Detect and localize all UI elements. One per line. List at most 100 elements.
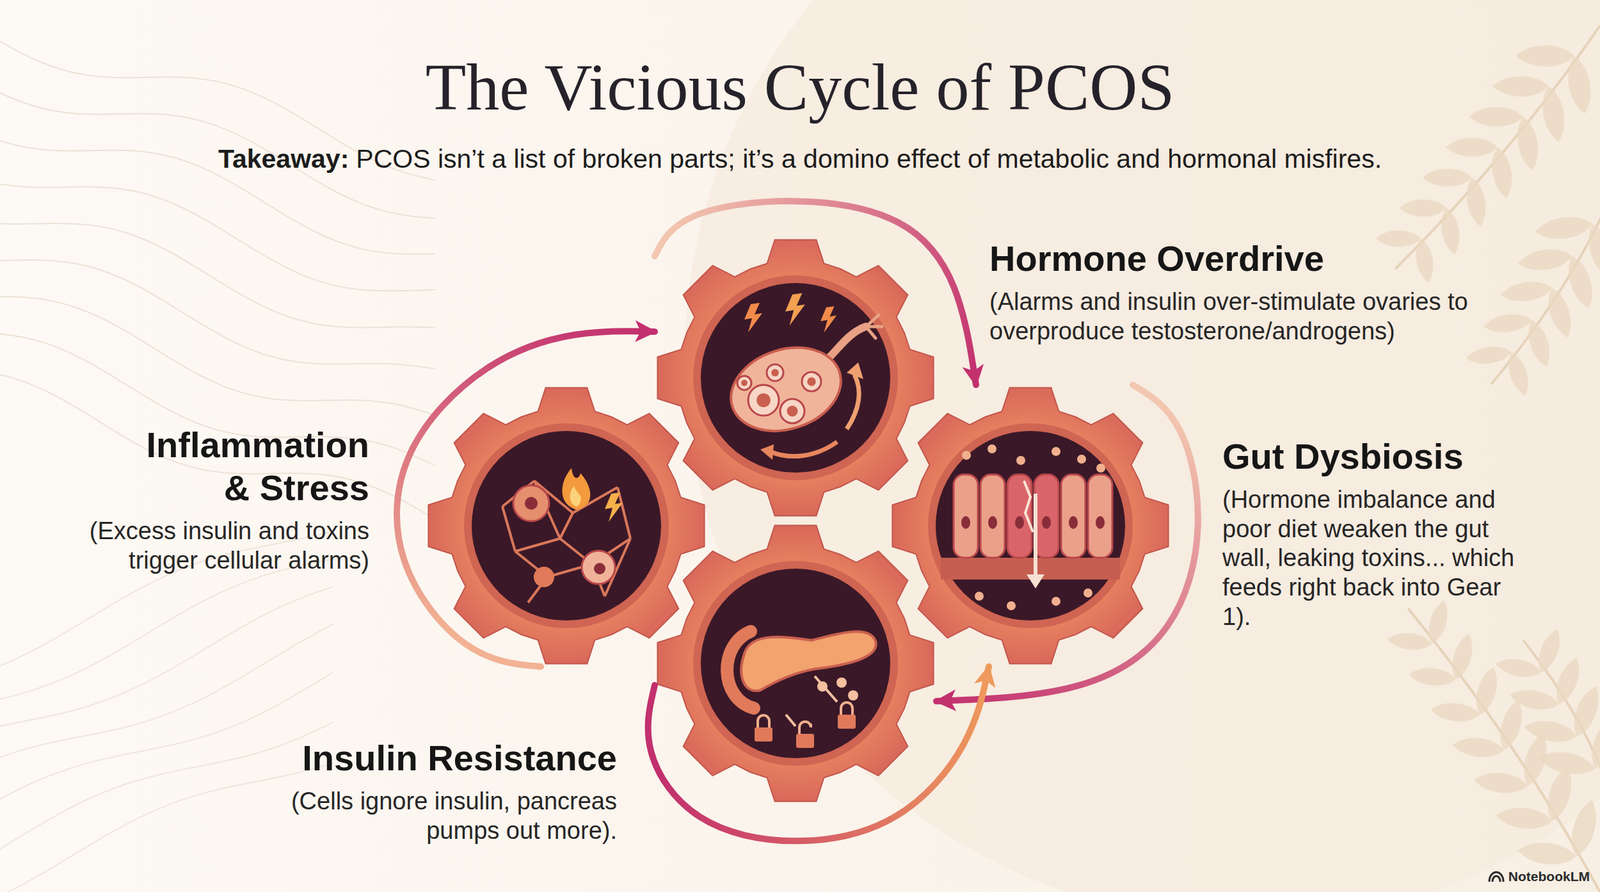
leaf (1516, 839, 1577, 867)
follicle (748, 384, 779, 416)
cell-nucleus (524, 496, 538, 510)
cell-nucleus (593, 562, 606, 575)
leaf (1513, 115, 1543, 172)
gear-heading: Insulin Resistance (252, 736, 617, 779)
gear-node: Gut Dysbiosis(Hormone imbalance and poor… (889, 384, 1172, 667)
gear-heading: Hormone Overdrive (989, 236, 1515, 280)
insulin-molecule (836, 677, 847, 688)
contour-line (0, 586, 333, 730)
gut-villus (1061, 474, 1086, 558)
leaf (1550, 654, 1586, 708)
gear-ring (693, 275, 898, 480)
follicle-core (786, 405, 798, 416)
gear-heading: Gut Dysbiosis (1222, 434, 1527, 478)
leaf (1445, 137, 1498, 157)
gear-illustration (727, 631, 877, 748)
flame (561, 467, 591, 510)
insulin-molecule (817, 680, 828, 692)
leaf (1523, 317, 1555, 370)
lightning-bolt (820, 305, 837, 333)
lightning-bolt (604, 492, 623, 522)
contour-line (0, 624, 333, 764)
gear-shape (654, 522, 937, 804)
title-area: The Vicious Cycle of PCOS (0, 48, 1600, 126)
leaf (1424, 598, 1453, 646)
takeaway-line: Takeaway:PCOS isn’t a list of broken par… (0, 143, 1600, 175)
leaf (1499, 278, 1554, 304)
leaf (1386, 631, 1433, 653)
leaf (1469, 106, 1524, 127)
title: The Vicious Cycle of PCOS (425, 48, 1175, 126)
lock-body (796, 733, 815, 748)
gear-shape (889, 384, 1172, 667)
toxin-dot (961, 450, 971, 460)
leaf-stem (1523, 640, 1600, 800)
contour-line (0, 179, 436, 291)
cycle-arrow-head (760, 444, 774, 460)
gut-villus (953, 474, 978, 558)
toxin-dot (1051, 596, 1061, 606)
leaf (1564, 54, 1595, 116)
toxin-dot (1096, 463, 1106, 473)
contour-line (0, 296, 436, 415)
node-text: Gut Dysbiosis (Hormone imbalance and poor… (1222, 434, 1527, 632)
gear-outline (892, 387, 1168, 664)
lock-shackle (757, 714, 770, 728)
follicle-core (771, 368, 779, 377)
fimbriae (865, 314, 882, 338)
leaf (1488, 145, 1517, 200)
leaf (1473, 769, 1529, 795)
lock-body (837, 714, 856, 729)
gear-outline (657, 239, 934, 516)
leaf (1399, 199, 1447, 217)
ovary (720, 334, 852, 445)
watermark-icon (1488, 869, 1505, 883)
leak-arrow (1033, 493, 1038, 577)
gear-shape (654, 236, 937, 519)
leaf (1376, 230, 1421, 248)
nerve-fiber (560, 512, 573, 539)
leaf-stem (1408, 608, 1600, 892)
leaf (1566, 796, 1600, 859)
leaf (1538, 84, 1569, 144)
immune-cell (581, 550, 616, 584)
contour-line (0, 259, 436, 369)
soft-circle (684, 0, 1600, 892)
gear-description: (Cells ignore insulin, pancreas pumps ou… (252, 786, 617, 845)
lock-shackle (799, 721, 811, 734)
leaf (1408, 665, 1457, 688)
gut-villus (1034, 474, 1059, 558)
gear-node: Hormone Overdrive(Alarms and insulin ove… (654, 236, 937, 519)
leaf (1516, 246, 1574, 274)
gear-illustration (502, 467, 631, 603)
leaf (1516, 45, 1575, 67)
leaf (1495, 804, 1554, 831)
leaf (1533, 625, 1566, 676)
watermark-text: NotebookLM (1508, 868, 1590, 884)
leaf (1492, 76, 1549, 97)
gear-node: Inflammation & Stress(Excess insulin and… (425, 384, 708, 667)
gut-villus (1088, 474, 1113, 558)
leaf (1447, 631, 1478, 681)
gear-description: (Hormone imbalance and poor diet weaken … (1222, 485, 1527, 632)
gear-illustration (940, 444, 1120, 610)
leaf (1422, 168, 1472, 187)
follicle (780, 398, 805, 424)
insulin-flow (814, 675, 838, 702)
gear-ring (693, 560, 898, 766)
gear-ring (928, 423, 1133, 628)
immune-cell (533, 566, 555, 587)
lightning-bolt (785, 293, 806, 326)
gear-disc (935, 430, 1126, 621)
cell-nucleus (1095, 515, 1105, 529)
leaf-stem (1395, 25, 1600, 269)
cell-nucleus (1041, 515, 1051, 529)
cycle-arrow (769, 441, 838, 457)
follicle-core (741, 379, 748, 386)
contour-line (0, 762, 333, 892)
lightning-bolt (744, 302, 763, 333)
node-text: Inflammation & Stress(Excess insulin and… (49, 423, 370, 576)
contour-line (0, 369, 436, 520)
small-arrow (785, 714, 796, 726)
